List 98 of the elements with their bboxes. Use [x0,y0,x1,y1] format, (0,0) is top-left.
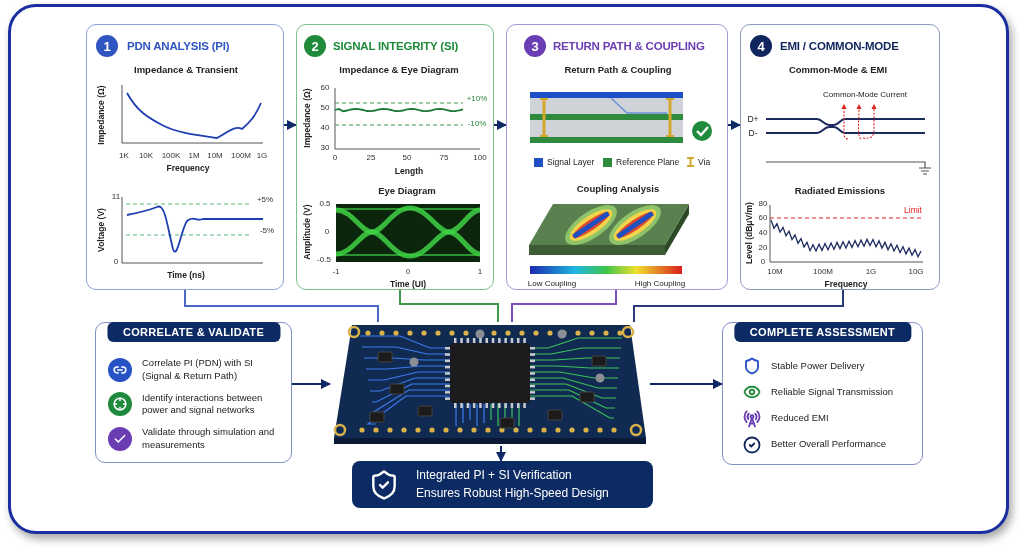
axis-tick-label: 0 [113,258,119,266]
step-number-badge: 3 [524,35,546,57]
analysis-panel [296,24,494,290]
list-item-text: Reduced EMI [771,412,829,426]
panel-heading: PDN ANALYSIS (PI) [127,40,230,52]
arrow [291,379,331,389]
axis-tick-label: 100M [231,152,251,160]
legend-label: Via [698,157,711,167]
axis-tick-label: 40 [758,229,768,237]
axis-tick-label: 25 [366,154,376,162]
threshold-label: -10% [467,120,487,128]
axis-tick-label: 10M [767,268,783,276]
chart-title: Return Path & Coupling [564,65,672,75]
axis-title: Impedance (Ω) [96,85,106,145]
step-number-badge: 1 [96,35,118,57]
chart-title: Impedance & Transient [134,65,238,75]
list-item-text: Better Overall Performance [771,438,887,452]
list-item-text: Stable Power Delivery [771,359,865,373]
panel-heading: SIGNAL INTEGRITY (SI) [333,40,459,52]
axis-tick-label: 10K [138,152,154,160]
axis-tick-label: 40 [320,124,330,132]
axis-title: Impedance (Ω) [302,88,312,148]
scale-label: High Coupling [634,280,686,288]
axis-tick-label: 60 [758,214,768,222]
connector-line [184,289,379,323]
axis-title: Amplitude (V) [302,204,312,260]
axis-tick-label: -5% [259,227,275,235]
analysis-panel [506,24,728,290]
axis-tick-label: 10M [207,152,223,160]
panel-heading: RETURN PATH & COUPLING [553,40,705,52]
axis-tick-label: 20 [758,244,768,252]
chart-title: Radiated Emissions [794,186,886,196]
axis-tick-label: 50 [320,104,330,112]
axis-tick-label: -1 [332,268,340,276]
axis-tick-label: 0 [760,258,766,266]
limit-label: Limit [904,205,922,215]
axis-tick-label: 100M [813,268,833,276]
axis-tick-label: 0 [332,154,338,162]
axis-tick-label: 100 [473,154,487,162]
axis-tick-label: 1K [119,152,129,160]
summary-card [95,322,292,463]
axis-tick-label: 0 [405,268,411,276]
arrow [727,120,741,130]
chart-title: Coupling Analysis [576,184,660,194]
arrow [649,379,723,389]
banner-text: Integrated PI + SI Verification Ensures Robust High-Speed Design [416,467,610,502]
axis-tick-label: 60 [320,84,330,92]
arrow [496,445,506,462]
axis-title: Voltage (V) [96,208,106,252]
arrow [493,120,507,130]
signal-label: D+ [747,114,759,124]
axis-tick-label: 0 [324,228,330,236]
scale-label: Low Coupling [527,280,577,288]
annotation-label: Common-Mode Current [823,91,907,99]
verification-banner [352,461,653,508]
axis-tick-label: +5% [256,196,274,204]
connector-line [633,289,844,323]
axis-tick-label: 1G [865,268,877,276]
list-item-text: Identify interactions between power and signal networks [142,391,264,418]
connector-line [511,289,617,323]
card-header: CORRELATE & VALIDATE [106,322,281,342]
axis-title: Frequency [166,163,210,173]
axis-tick-label: 1G [256,152,268,160]
signal-label: D- [748,128,758,138]
axis-title: Length [394,166,424,176]
axis-title: Time (ns) [167,270,205,280]
list-item-text: Correlate PI (PDN) with SI (Signal & Return Path) [142,357,254,383]
step-number-badge: 2 [304,35,326,57]
analysis-panel [86,24,284,290]
axis-tick-label: -0.5 [317,256,331,264]
chart-title: Eye Diagram [378,186,436,196]
summary-card [722,322,923,465]
axis-tick-label: 11 [111,193,121,201]
chart-title: Impedance & Eye Diagram [339,65,459,75]
axis-tick-label: 80 [758,200,768,208]
step-number-badge: 4 [750,35,772,57]
arrow [283,120,297,130]
analysis-panel [740,24,940,290]
axis-tick-label: 30 [320,144,330,152]
connector-line [399,289,499,323]
card-header: COMPLETE ASSESSMENT [733,322,912,342]
axis-tick-label: 1 [477,268,483,276]
axis-tick-label: 0.5 [319,200,331,208]
axis-tick-label: 1M [188,152,200,160]
axis-title: Frequency [824,279,868,289]
axis-tick-label: 100K [161,152,181,160]
axis-tick-label: 10G [908,268,924,276]
legend-label: Reference Plane [616,157,680,167]
axis-title: Level (dBμV/m) [744,202,754,264]
chart-title: Common-Mode & EMI [788,65,888,75]
legend-label: Signal Layer [547,157,595,167]
axis-tick-label: 75 [439,154,449,162]
list-item-text: Validate through simulation and measurements [142,426,276,452]
threshold-label: +10% [466,95,488,103]
axis-title: Time (UI) [389,279,427,289]
axis-tick-label: 50 [402,154,412,162]
panel-heading: EMI / COMMON-MODE [780,40,899,52]
list-item-text: Reliable Signal Transmission [771,385,893,399]
